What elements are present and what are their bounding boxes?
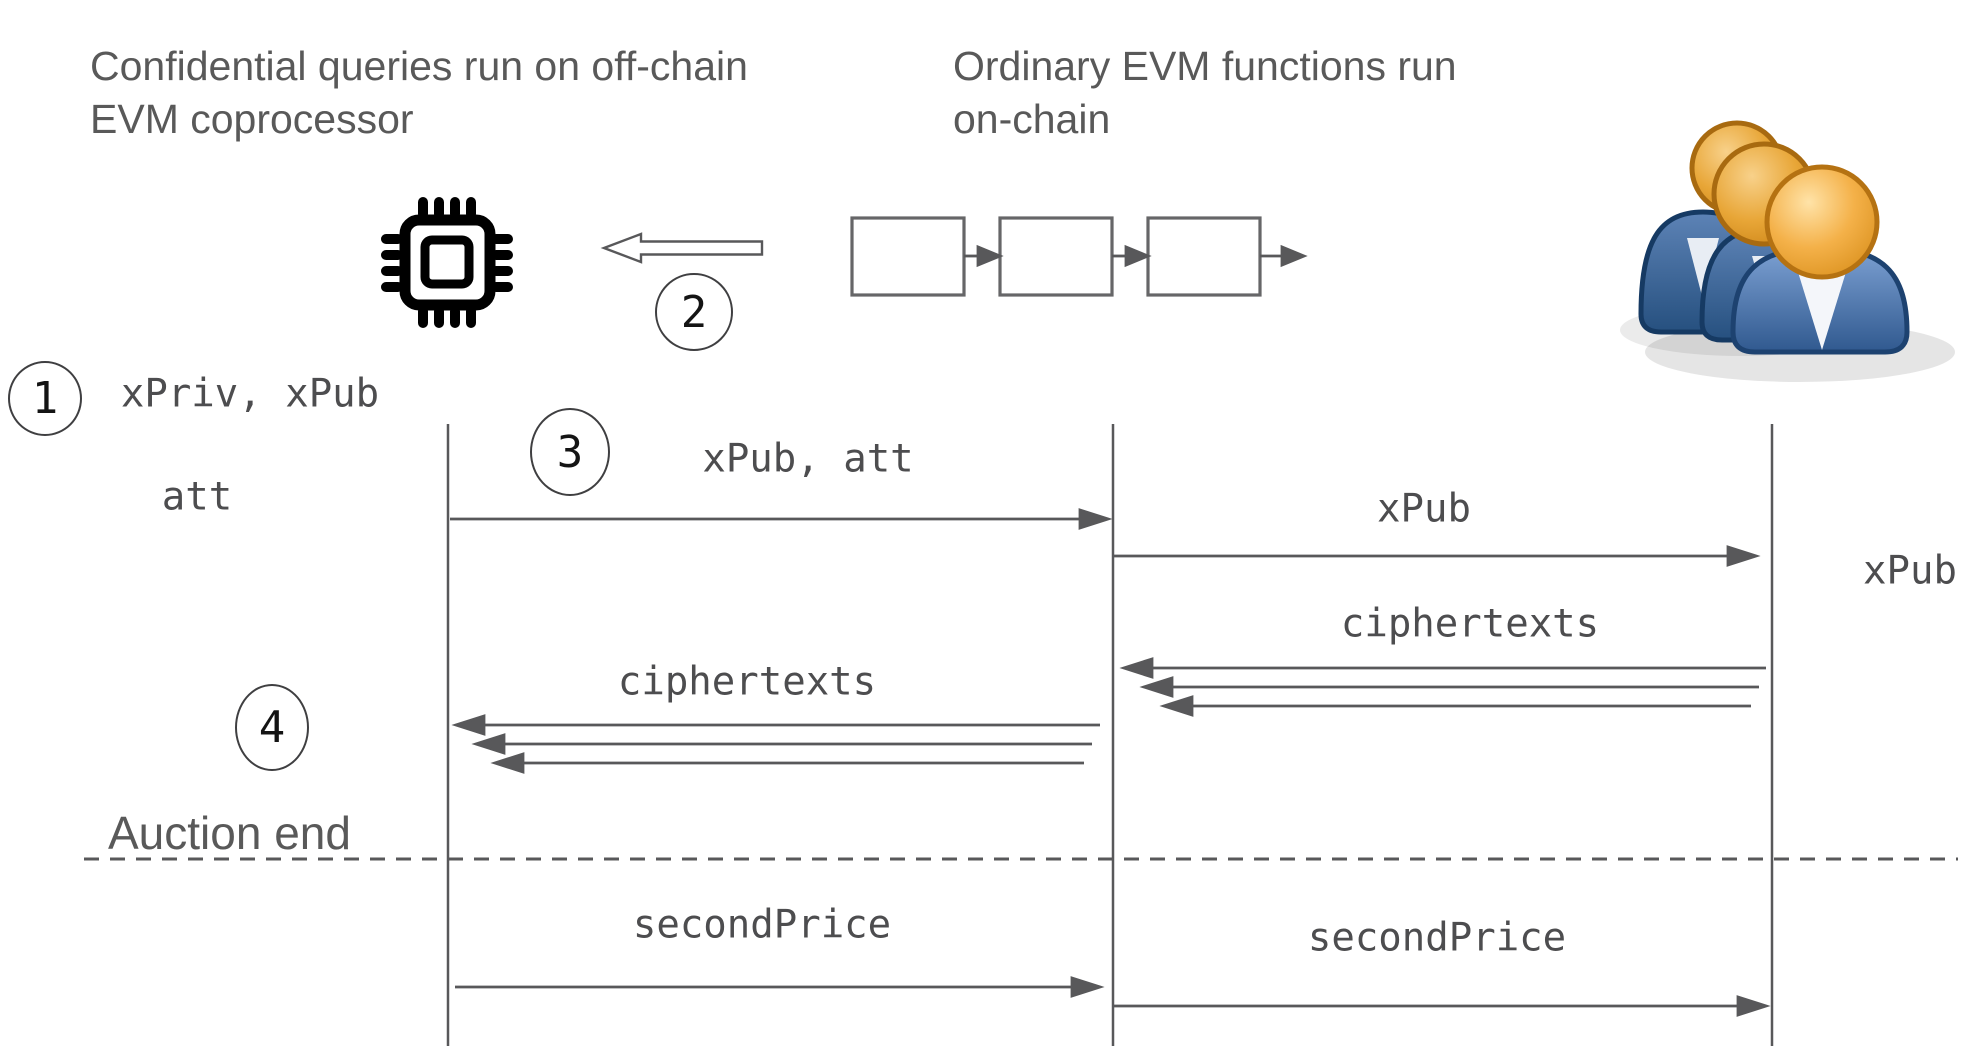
arrow-secondprice-left [455, 976, 1105, 998]
arrow-xpub-att [450, 508, 1113, 530]
message-arrows [450, 508, 1771, 1017]
step-circle-1: 1 [8, 361, 82, 436]
heading-onchain: Ordinary EVM functions run on-chain [953, 43, 1457, 142]
arrows-ciphertexts-left [451, 714, 1100, 774]
blockchain-blocks-icon [850, 216, 1308, 297]
label-att: att [161, 474, 233, 520]
block-1 [850, 216, 966, 297]
label-xpriv-xpub: xPriv, xPub [120, 371, 380, 417]
block-3 [1146, 216, 1262, 297]
step-circle-4: 4 [235, 684, 309, 771]
step-number-2: 2 [680, 286, 708, 338]
label-ciphertexts-left: ciphertexts [617, 659, 877, 705]
left-block-arrow-icon [600, 232, 764, 264]
label-msg-xpub: xPub [1377, 486, 1471, 532]
label-secondprice-right: secondPrice [1307, 915, 1567, 961]
step-number-4: 4 [258, 702, 286, 753]
users-group-icon [1620, 120, 1955, 382]
label-auction-end: Auction end [108, 807, 351, 859]
label-user-xpub: xPub [1863, 548, 1957, 594]
step-circle-3: 3 [530, 408, 610, 496]
label-ciphertexts-right: ciphertexts [1340, 601, 1600, 647]
arrow-xpub [1114, 545, 1761, 567]
step-number-3: 3 [556, 426, 584, 478]
cpu-chip-icon [381, 197, 513, 328]
step-circle-2: 2 [655, 273, 733, 351]
label-secondprice-left: secondPrice [632, 902, 892, 948]
lifelines [446, 424, 1774, 1046]
step-number-1: 1 [31, 373, 59, 424]
user-front-head [1764, 164, 1880, 280]
arrow-secondprice-right [1114, 995, 1771, 1017]
block-2 [998, 216, 1114, 297]
label-msg-xpub-att: xPub, att [702, 436, 914, 482]
arrows-ciphertexts-right [1119, 657, 1766, 717]
heading-offchain: Confidential queries run on off-chain EV… [90, 43, 748, 142]
